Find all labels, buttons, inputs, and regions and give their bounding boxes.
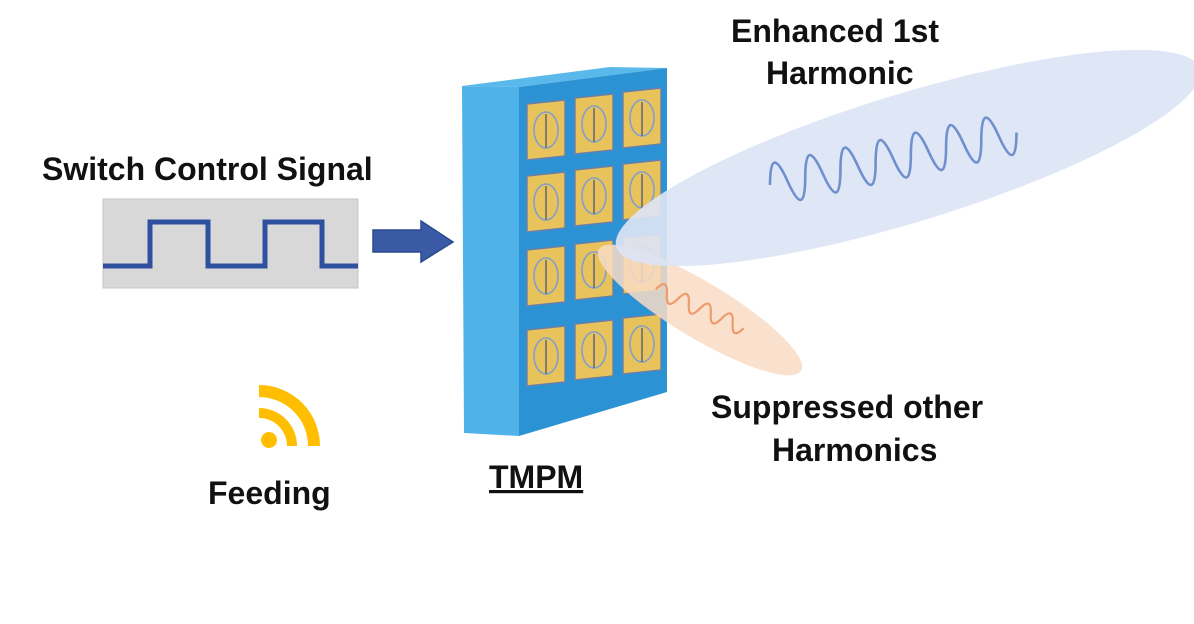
square-wave-signal [102, 198, 359, 289]
unit-cell-grid [526, 87, 662, 387]
unit-cell [526, 99, 566, 161]
unit-cell [526, 325, 566, 387]
tmpm-label: TMPM [489, 459, 583, 495]
wifi-feed-icon [259, 385, 320, 448]
unit-cell [574, 93, 614, 155]
suppressed-harmonics-beam [597, 244, 803, 376]
unit-cell [622, 313, 662, 375]
enhanced-harmonic-label-line2: Harmonic [766, 55, 914, 91]
unit-cell [622, 87, 662, 149]
unit-cell [526, 245, 566, 307]
suppressed-harmonics-label-line2: Harmonics [772, 432, 937, 468]
switch-control-signal-label: Switch Control Signal [42, 151, 373, 187]
feeding-label: Feeding [208, 475, 331, 511]
suppressed-harmonics-label-line1: Suppressed other [711, 389, 983, 425]
right-arrow-icon [372, 219, 455, 264]
enhanced-harmonic-label-line1: Enhanced 1st [731, 13, 939, 49]
unit-cell [574, 319, 614, 381]
enhanced-harmonic-beam [615, 49, 1194, 267]
unit-cell [574, 165, 614, 227]
tmpm-metasurface [462, 67, 667, 436]
unit-cell [526, 171, 566, 233]
